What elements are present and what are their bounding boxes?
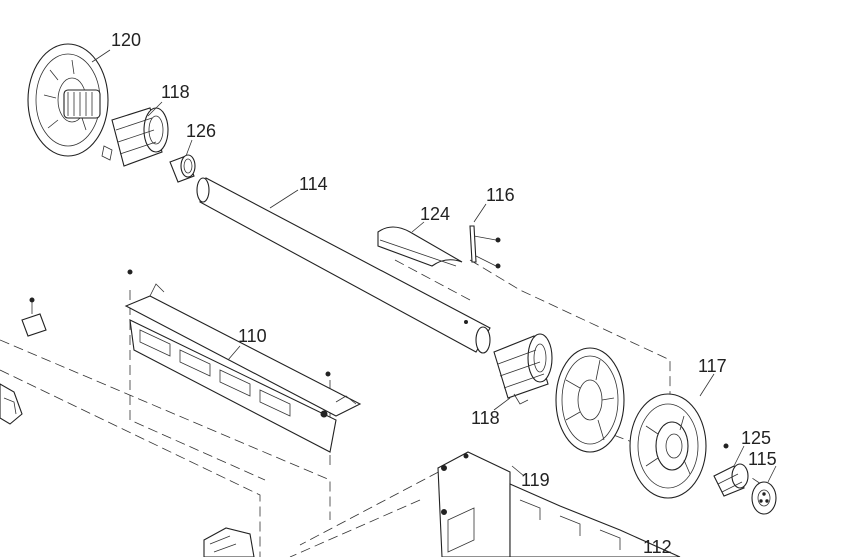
part-114-shaft	[196, 177, 491, 354]
part-117-flange-hub	[629, 393, 729, 499]
bottom-mechanism-fragment	[203, 527, 255, 557]
part-120-left-flange	[27, 43, 109, 157]
callout-124: 124	[420, 204, 450, 224]
callout-119: 119	[521, 470, 550, 490]
callout-118-lower: 118	[471, 408, 500, 428]
callout-112: 112	[643, 537, 672, 557]
callout-116: 116	[486, 185, 515, 205]
small-clip-part	[21, 297, 47, 337]
left-frame-fragment	[0, 383, 23, 425]
callout-leader-lines	[91, 49, 777, 483]
part-110-bracket	[124, 269, 362, 453]
callout-114: 114	[299, 174, 328, 194]
part-124-curved-plate	[377, 226, 463, 267]
part-callouts: 120 118 126 114 116 124 110 118 117 125 …	[111, 30, 777, 557]
part-118-lower-hub	[493, 333, 553, 405]
callout-118-upper: 118	[161, 82, 190, 102]
callout-115: 115	[748, 449, 777, 469]
part-115-knob	[751, 481, 777, 515]
callout-125: 125	[741, 428, 771, 448]
callout-120: 120	[111, 30, 141, 50]
part-116-pin-screws	[469, 225, 501, 269]
part-112-side-frame	[437, 451, 681, 557]
part-119-spool-flange	[555, 347, 625, 453]
callout-126: 126	[186, 121, 216, 141]
callout-117: 117	[698, 356, 727, 376]
part-126-bushing	[169, 154, 196, 183]
part-125-gear	[713, 463, 749, 497]
callout-110: 110	[238, 326, 267, 346]
part-118-upper-hub	[101, 107, 169, 167]
